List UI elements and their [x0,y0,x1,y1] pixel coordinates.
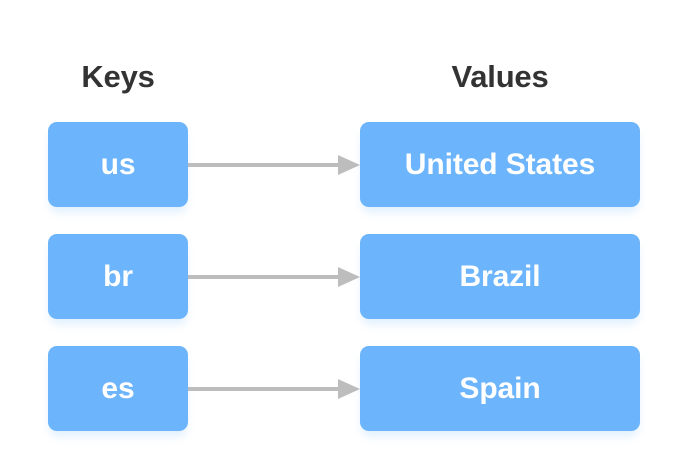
mapping-arrow [188,376,360,402]
value-label: Spain [459,371,541,405]
value-label: Brazil [459,259,541,293]
values-column-header: Values [451,59,549,94]
key-box[interactable]: es [48,346,188,431]
key-label: es [101,371,135,405]
key-label: br [103,259,133,293]
key-label: us [100,147,136,181]
key-box[interactable]: us [48,122,188,207]
mapping-arrow [188,152,360,178]
value-box[interactable]: Spain [360,346,640,431]
mapping-arrow [188,264,360,290]
value-box[interactable]: United States [360,122,640,207]
mapping-row: br Brazil [0,234,688,319]
value-label: United States [404,147,596,181]
value-box[interactable]: Brazil [360,234,640,319]
mapping-row: es Spain [0,346,688,431]
mapping-row: us United States [0,122,688,207]
key-box[interactable]: br [48,234,188,319]
keys-column-header: Keys [81,59,155,94]
